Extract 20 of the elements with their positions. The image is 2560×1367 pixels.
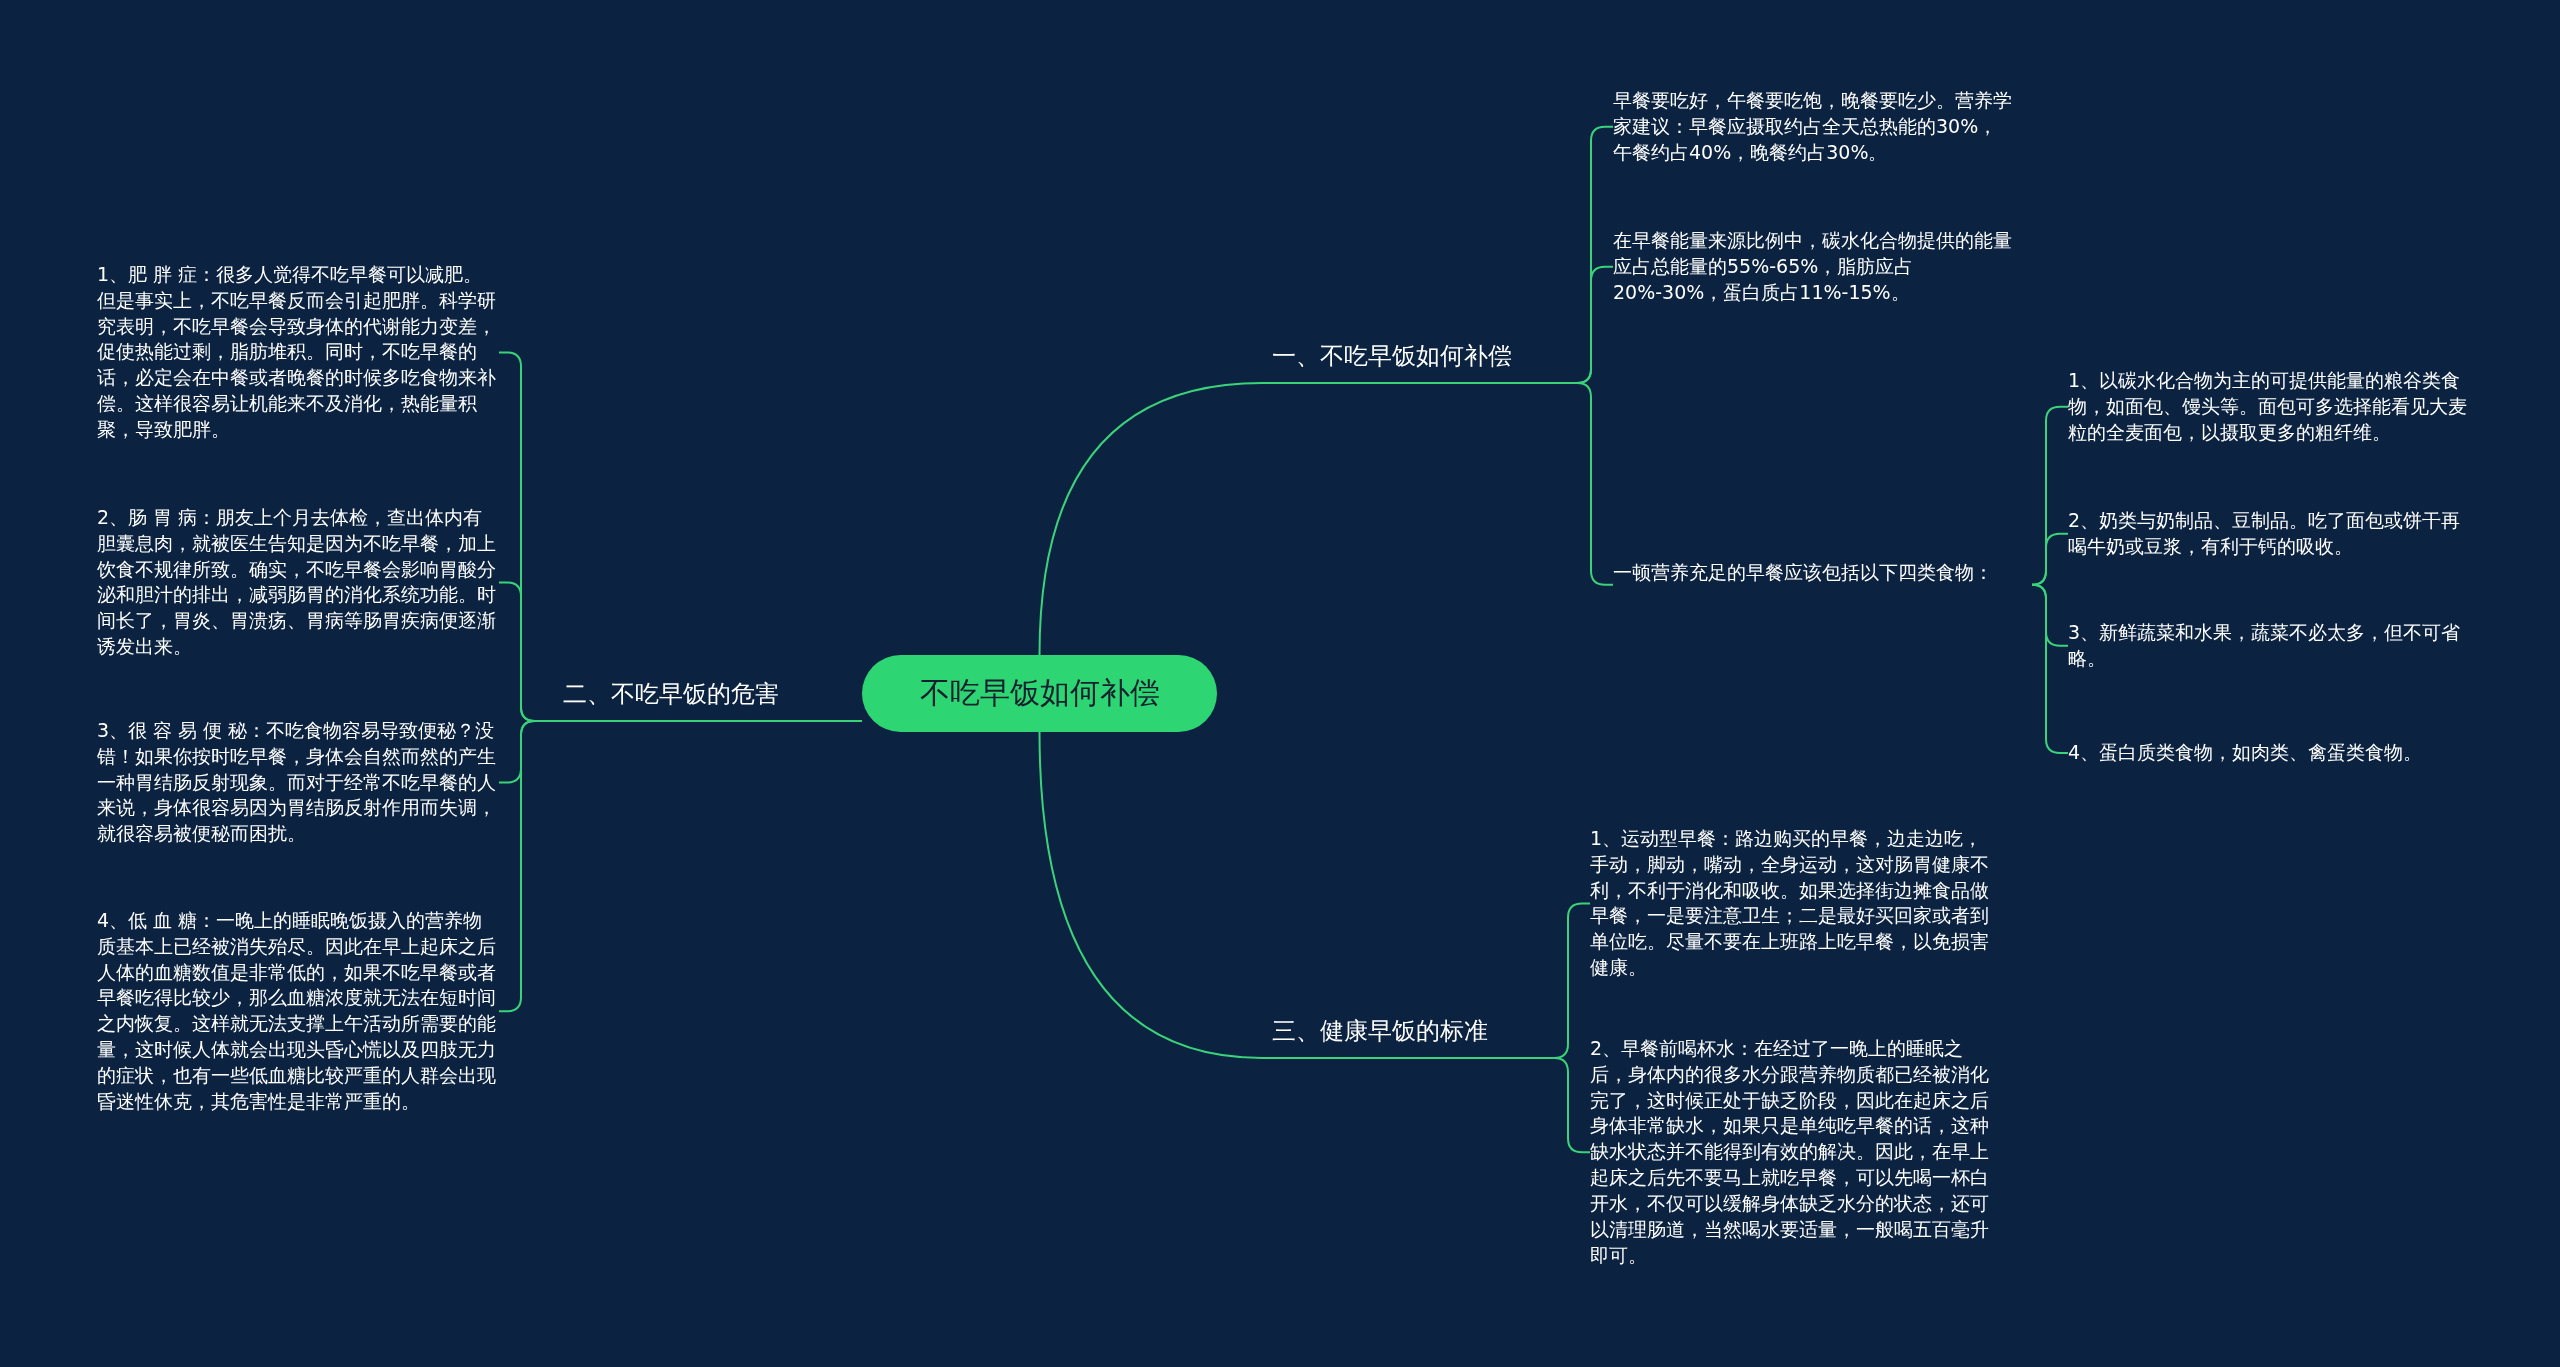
topic-text: 2、肠 胃 病：朋友上个月去体检，查出体内有胆囊息肉，就被医生告知是因为不吃早餐，加上饮食不规律所致。确实，不吃早餐会影响胃酸分泌和胆汁的排出，减弱肠胃的消化系统功能。时间长了，胃炎、胃溃疡、胃病等肠胃疾病便逐渐诱发出来。 [97, 505, 499, 660]
topic-text: 2、早餐前喝杯水：在经过了一晚上的睡眠之后，身体内的很多水分跟营养物质都已经被消化完了，这时候正处于缺乏阶段，因此在起床之后身体非常缺水，如果只是单纯吃早餐的话，这种缺水状态并不能得到有效的解决。因此，在早上起床之后先不要马上就吃早餐，可以先喝一杯白开水，不仅可以缓解身体缺乏水分的状态，还可以清理肠道，当然喝水要适量，一般喝五百毫升即可。 [1590, 1036, 1992, 1269]
topic-text: 1、肥 胖 症：很多人觉得不吃早餐可以减肥。但是事实上，不吃早餐反而会引起肥胖。科学研究表明，不吃早餐会导致身体的代谢能力变差，促使热能过剩，脂肪堆积。同时，不吃早餐的话，必定会在中餐或者晚餐的时候多吃食物来补偿。这样很容易让机能来不及消化，热能量积聚，导致肥胖。 [97, 262, 499, 443]
topic-text: 2、奶类与奶制品、豆制品。吃了面包或饼干再喝牛奶或豆浆，有利于钙的吸收。 [2068, 508, 2470, 560]
connector-line [1038, 731, 1263, 1059]
topic-text: 早餐要吃好，午餐要吃饱，晚餐要吃少。营养学家建议：早餐应摄取约占全天总热能的30%，午餐约占40%，晚餐约占30%。 [1613, 88, 2015, 166]
connector-line [807, 720, 863, 722]
branch-topic: 二、不吃早饭的危害 [553, 672, 808, 722]
topic-text: 3、新鲜蔬菜和水果，蔬菜不必太多，但不可省略。 [2068, 620, 2470, 672]
topic-text: 1、以碳水化合物为主的可提供能量的粮谷类食物，如面包、馒头等。面包可多选择能看见大麦粒的全麦面包，以摄取更多的粗纤维。 [2068, 368, 2470, 446]
topic-text: 在早餐能量来源比例中，碳水化合物提供的能量应占总能量的55%-65%，脂肪应占20%-30%，蛋白质占11%-15%。 [1613, 228, 2015, 306]
topic-text: 一顿营养充足的早餐应该包括以下四类食物： [1613, 560, 2033, 586]
topic-text: 4、蛋白质类食物，如肉类、禽蛋类食物。 [2068, 740, 2470, 766]
branch-topic: 一、不吃早饭如何补偿 [1262, 334, 1552, 384]
topic-text: 4、低 血 糖：一晚上的睡眠晚饭摄入的营养物质基本上已经被消失殆尽。因此在早上起床之后人体的血糖数值是非常低的，如果不吃早餐或者早餐吃得比较少，那么血糖浓度就无法在短时间之内恢复。这样就无法支撑上午活动所需要的能量，这时候人体就会出现头昏心慌以及四肢无力的症状，也有一些低血糖比较严重的人群会出现昏迷性休克，其危害性是非常严重的。 [97, 908, 499, 1115]
topic-text: 3、很 容 易 便 秘：不吃食物容易导致便秘？没错！如果你按时吃早餐，身体会自然而然的产生一种胃结肠反射现象。而对于经常不吃早餐的人来说，身体很容易因为胃结肠反射作用而失调，就很容易被便秘而困扰。 [97, 718, 499, 848]
root-topic: 不吃早饭如何补偿 [862, 655, 1217, 732]
topic-text: 1、运动型早餐：路边购买的早餐，边走边吃，手动，脚动，嘴动，全身运动，这对肠胃健康不利，不利于消化和吸收。如果选择街边摊食品做早餐，一是要注意卫生；二是最好买回家或者到单位吃。尽量不要在上班路上吃早餐，以免损害健康。 [1590, 826, 1992, 981]
connector-line [1038, 382, 1263, 656]
branch-topic: 三、健康早饭的标准 [1262, 1009, 1527, 1059]
